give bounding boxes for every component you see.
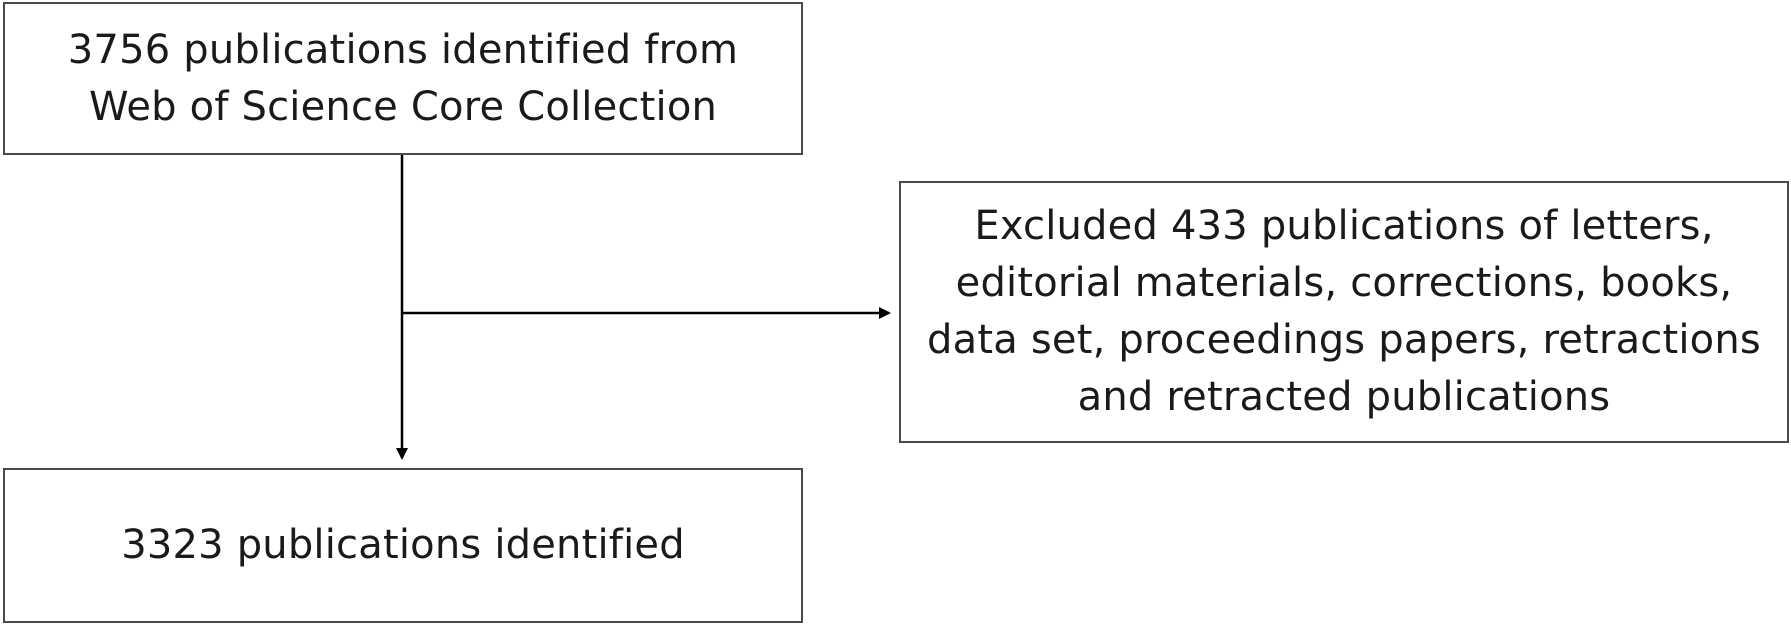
identified-source-box: 3756 publications identified from Web of… [3, 2, 803, 155]
excluded-publications-box: Excluded 433 publications of letters, ed… [899, 181, 1789, 443]
final-identified-text: 3323 publications identified [121, 522, 685, 568]
final-identified-box: 3323 publications identified [3, 468, 803, 623]
excluded-publications-text: Excluded 433 publications of letters, ed… [927, 203, 1761, 420]
identified-source-text: 3756 publications identified from Web of… [67, 26, 739, 130]
